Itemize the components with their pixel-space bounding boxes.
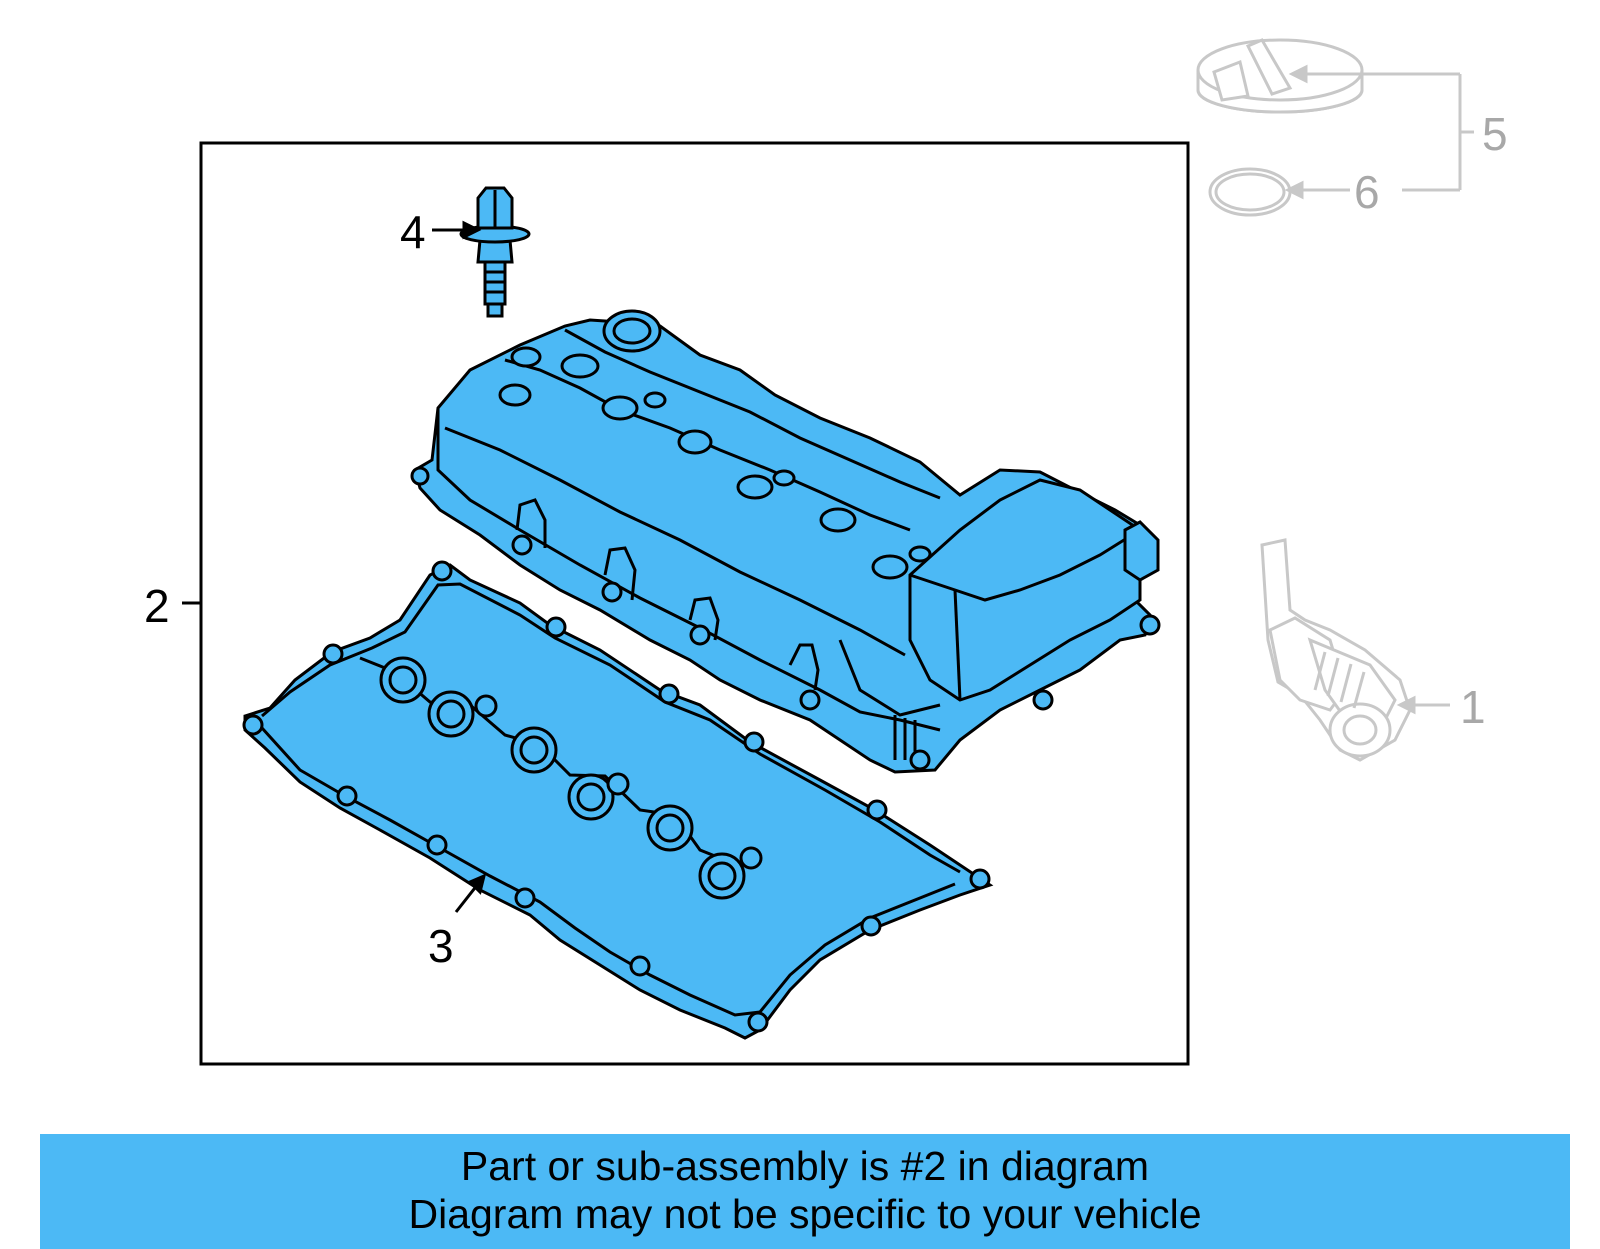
callout-label-6[interactable]: 6 xyxy=(1354,166,1380,218)
banner-line-1: Part or sub-assembly is #2 in diagram xyxy=(460,1143,1150,1189)
callout-label-1[interactable]: 1 xyxy=(1460,681,1486,733)
oil-filler-cap-part-5[interactable] xyxy=(1196,38,1364,114)
valve-cover-part-2[interactable] xyxy=(410,309,1161,774)
banner-line-2: Diagram may not be specific to your vehi… xyxy=(408,1191,1202,1237)
callout-label-3[interactable]: 3 xyxy=(428,920,454,972)
callout-label-5[interactable]: 5 xyxy=(1482,108,1508,160)
callout-label-2[interactable]: 2 xyxy=(144,580,170,632)
leader-lines-5-6 xyxy=(1284,64,1474,200)
info-banner: Part or sub-assembly is #2 in diagram Di… xyxy=(40,1134,1570,1249)
leader-line-4 xyxy=(432,220,482,240)
breather-hose-part-1[interactable] xyxy=(1260,538,1412,762)
bolt-part-4[interactable] xyxy=(459,186,531,318)
leader-line-1 xyxy=(1396,695,1450,715)
gasket-part-3[interactable] xyxy=(242,560,994,1040)
leader-line-3 xyxy=(454,873,487,913)
seal-ring-part-6[interactable] xyxy=(1208,167,1292,217)
callout-label-4[interactable]: 4 xyxy=(400,206,426,258)
